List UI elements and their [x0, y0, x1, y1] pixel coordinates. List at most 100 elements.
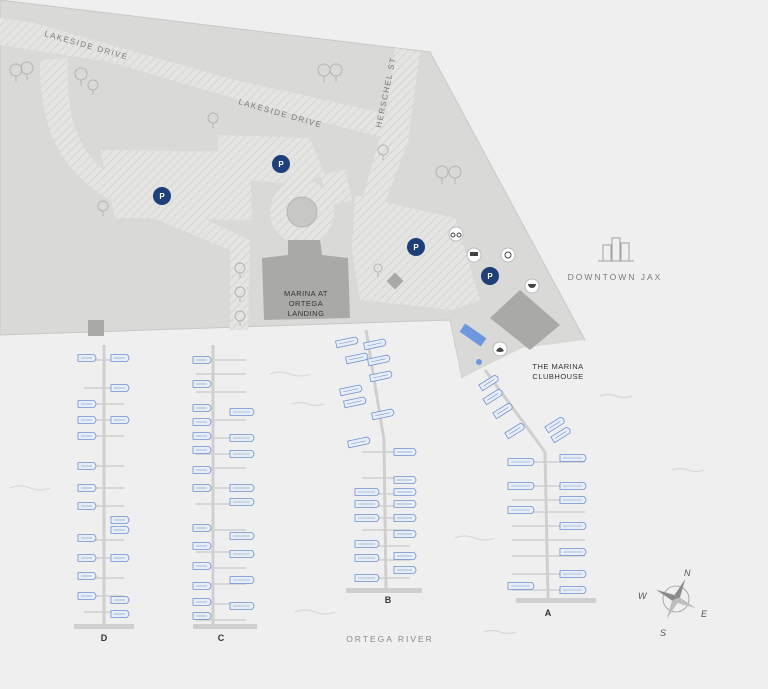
parking-icon[interactable]: P: [407, 238, 425, 256]
compass-n: N: [684, 568, 691, 578]
boat-slip: [559, 570, 587, 578]
tree-icon: [234, 286, 246, 302]
bicycle-icon[interactable]: [448, 226, 464, 242]
clubhouse-label-2: CLUBHOUSE: [532, 372, 583, 381]
boat-slip: [110, 384, 130, 392]
boat-slip: [507, 458, 535, 466]
lotus-icon[interactable]: [492, 341, 508, 357]
boat-slip: [110, 596, 130, 604]
dock-end: [74, 624, 134, 629]
boat-slip: [192, 466, 212, 474]
boat-slip: [110, 610, 130, 618]
compass-w: W: [638, 591, 648, 601]
boat-slip: [192, 432, 212, 440]
marina-landing-label-3: LANDING: [288, 309, 325, 318]
dock-end: [346, 588, 422, 593]
boat-slip: [229, 498, 255, 506]
boat-slip: [192, 356, 212, 364]
boat-slip: [192, 446, 212, 454]
boat-slip: [110, 526, 130, 534]
boat-slip: [492, 402, 513, 420]
tree-icon: [20, 61, 34, 80]
boat-slip: [77, 462, 97, 470]
boat-slip: [393, 530, 417, 538]
fountain: [476, 359, 482, 365]
tree-icon: [435, 165, 449, 184]
boat-slip: [559, 548, 587, 556]
boat-slip: [192, 598, 212, 606]
boat-slip: [393, 552, 417, 560]
downtown-jax-label: DOWNTOWN JAX: [568, 272, 663, 282]
boat-slip: [343, 396, 367, 409]
boat-slip: [229, 602, 255, 610]
boat-slip: [550, 426, 571, 444]
parking-icon[interactable]: P: [481, 267, 499, 285]
parking-icon[interactable]: P: [272, 155, 290, 173]
boat-slip: [354, 500, 380, 508]
boat-slip: [192, 380, 212, 388]
boat-slip: [192, 582, 212, 590]
boat-slip: [229, 550, 255, 558]
dock-end: [516, 598, 596, 603]
boat-slip: [559, 496, 587, 504]
boat-slip: [507, 582, 535, 590]
boat-slip: [393, 566, 417, 574]
boat-slip: [229, 450, 255, 458]
marina-landing-label-2: ORTEGA: [289, 299, 324, 308]
boat-slip: [229, 532, 255, 540]
boat-slip: [110, 554, 130, 562]
boat-slip: [478, 374, 499, 392]
tree-icon: [87, 79, 99, 95]
boat-slip: [544, 416, 565, 434]
grill-icon[interactable]: [466, 247, 482, 263]
boat-slip: [354, 554, 380, 562]
tree-icon: [207, 112, 219, 128]
boat-slip: [110, 516, 130, 524]
boat-slip: [504, 422, 525, 440]
parking-markers: P P P P: [153, 155, 499, 285]
boat-slip: [110, 354, 130, 362]
boat-slip: [367, 354, 391, 367]
boat-slip: [229, 484, 255, 492]
boat-slip: [77, 502, 97, 510]
boat-slip: [393, 476, 417, 484]
boat-slip: [77, 572, 97, 580]
boat-slip: [110, 416, 130, 424]
svg-text:P: P: [159, 192, 165, 201]
boat-slip: [335, 336, 359, 349]
boat-slip: [192, 418, 212, 426]
boat-slip: [77, 416, 97, 424]
boat-slip: [77, 354, 97, 362]
trees: [9, 61, 462, 326]
boat-slip: [192, 562, 212, 570]
svg-text:P: P: [413, 243, 419, 252]
tree-icon: [234, 262, 246, 278]
compass-s: S: [660, 628, 666, 638]
ortega-river-label: ORTEGA RIVER: [346, 634, 434, 644]
tree-icon: [97, 200, 109, 216]
marina-landing-building: [262, 240, 350, 320]
boat-slip: [354, 514, 380, 522]
fire-pit-icon[interactable]: [500, 247, 516, 263]
boat-slip: [77, 432, 97, 440]
tree-icon: [74, 67, 88, 86]
parking-icon[interactable]: P: [153, 187, 171, 205]
pool: [459, 323, 487, 347]
tree-icon: [234, 310, 246, 326]
marina-landing-label-1: MARINA AT: [284, 289, 328, 298]
boat-slip: [77, 592, 97, 600]
boat-slip: [77, 400, 97, 408]
boat-slip: [393, 514, 417, 522]
boat-slip: [347, 436, 371, 449]
bbq-icon[interactable]: [524, 278, 540, 294]
boat-slip: [192, 484, 212, 492]
boat-slip: [482, 388, 503, 406]
tree-icon: [329, 63, 343, 82]
tree-icon: [9, 63, 23, 82]
boat-slip: [339, 384, 363, 397]
clubhouse-building: [490, 290, 560, 350]
boat-slip: [393, 500, 417, 508]
boat-slip: [354, 540, 380, 548]
boat-slip: [354, 574, 380, 582]
boat-slip: [229, 576, 255, 584]
